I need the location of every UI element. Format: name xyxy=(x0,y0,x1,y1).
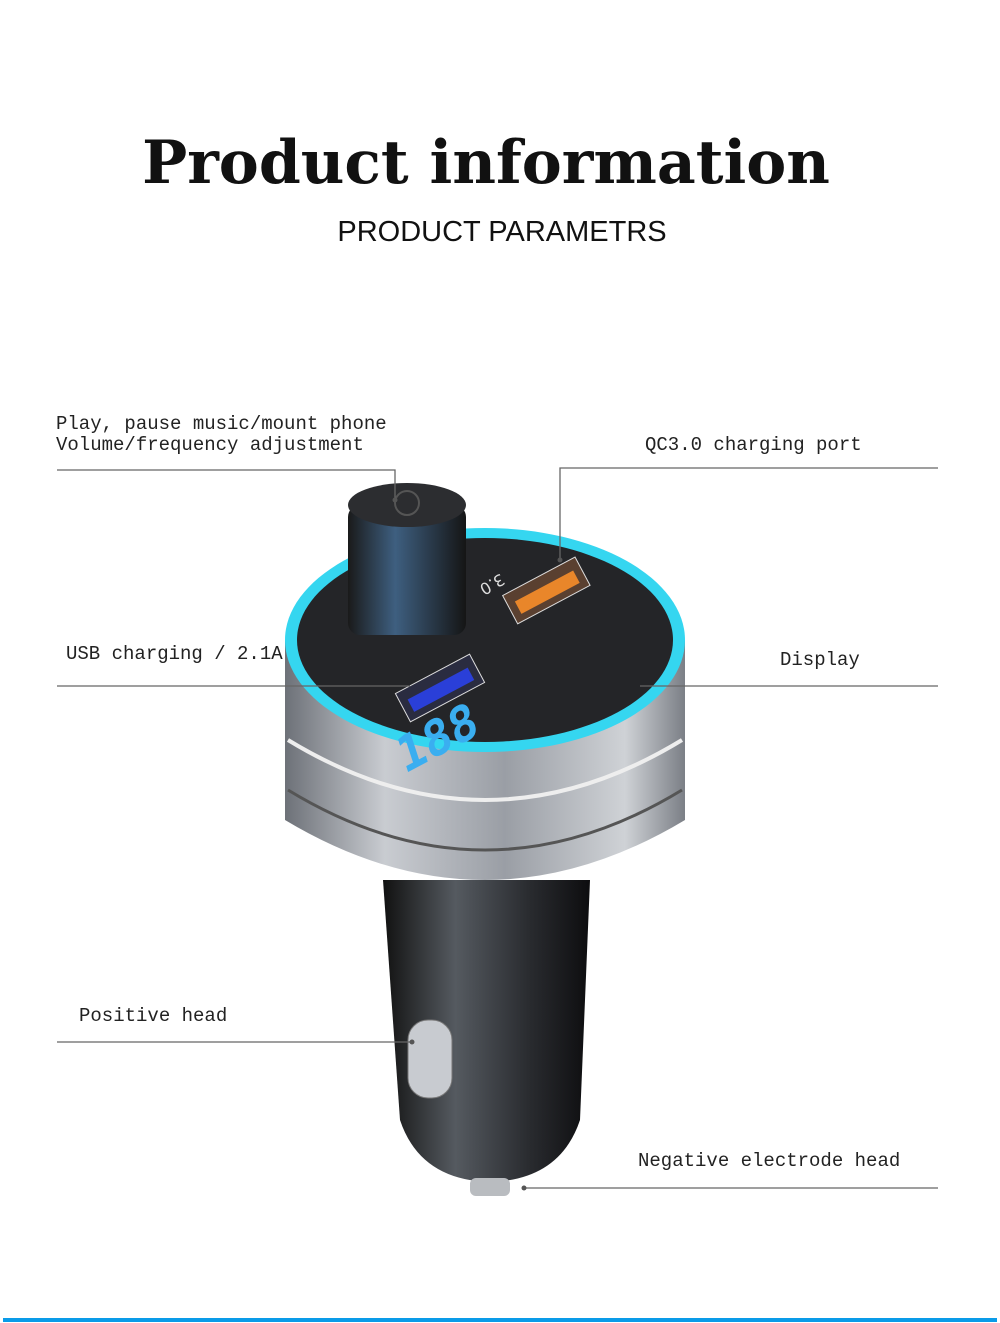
negative-head-callout: Negative electrode head xyxy=(638,1150,901,1172)
knob-callout-line1: Play, pause music/mount phone xyxy=(56,413,387,435)
qc-port-callout: QC3.0 charging port xyxy=(645,434,862,456)
callout-lines xyxy=(57,467,938,1189)
usb-port xyxy=(394,653,486,723)
knob-callout-line2: Volume/frequency adjustment xyxy=(56,434,364,456)
usb-port-callout: USB charging / 2.1A xyxy=(66,643,283,665)
qc-port xyxy=(501,556,591,625)
negative-tip xyxy=(470,1178,510,1196)
positive-head-callout: Positive head xyxy=(79,1005,228,1027)
bottom-divider xyxy=(3,1318,997,1322)
positive-contact xyxy=(407,1019,453,1099)
power-icon xyxy=(394,490,420,516)
plug-body xyxy=(383,880,590,1196)
page-subtitle: PRODUCT PARAMETRS xyxy=(337,216,667,248)
page-title: Product information xyxy=(142,128,830,198)
display-callout: Display xyxy=(780,649,860,671)
knob[interactable] xyxy=(348,483,466,635)
